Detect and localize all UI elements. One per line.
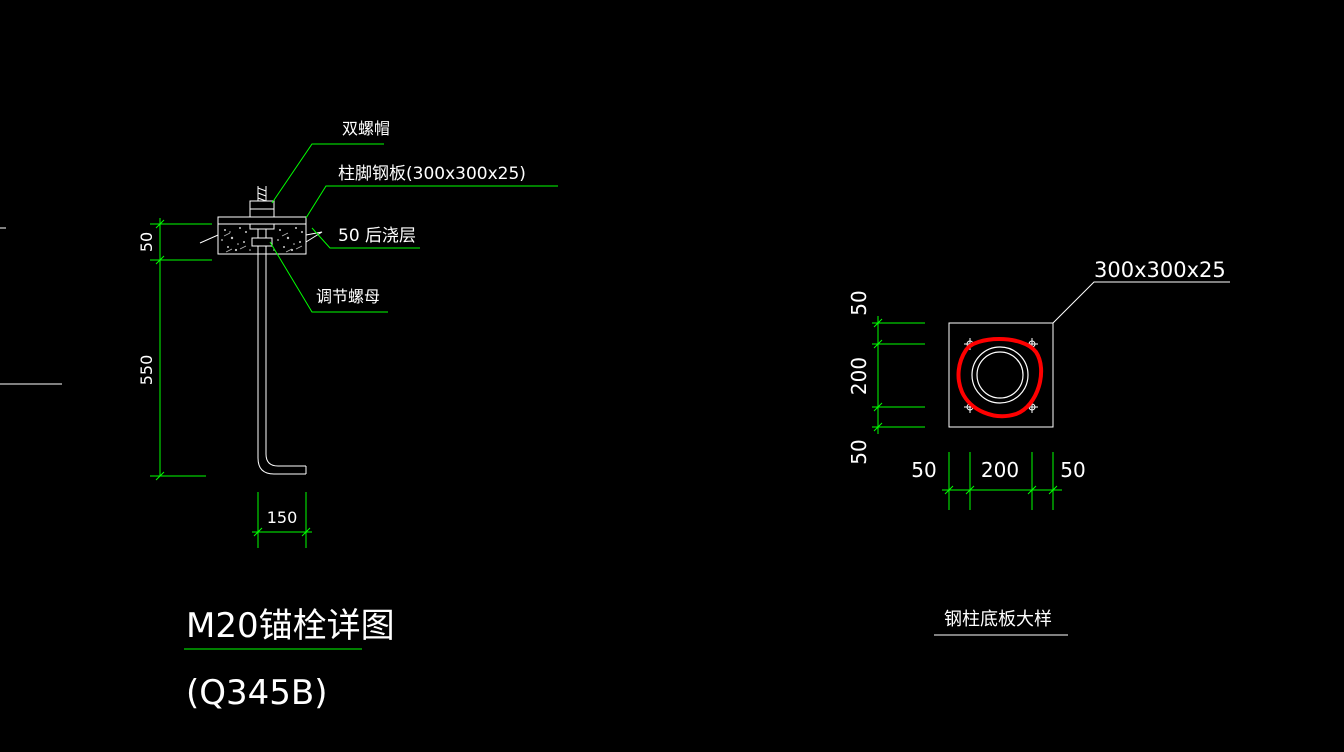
dim-left-mid: 200 [847,357,871,395]
anchor-leaders [269,143,558,313]
plate-vertical-dims [872,316,925,434]
anchor-horizontal-dim [252,492,312,548]
dim-bottom-mid: 200 [981,458,1019,482]
dim-left-top: 50 [847,290,871,315]
anchor-subtitle: (Q345B) [186,673,328,713]
red-markup-circle [956,337,1044,419]
dim-grout-thickness: 50 [137,232,156,252]
label-grout-layer: 50 后浇层 [338,226,416,246]
plate-title: 钢柱底板大样 [944,609,1052,630]
dim-hook-length: 150 [267,508,298,527]
anchor-bolt-detail: 双螺帽 柱脚钢板(300x300x25) 50 后浇层 调节螺母 50 550 … [137,119,558,713]
bolt-thread-top [257,186,267,202]
bolt-holes [964,338,1038,413]
anchor-title: M20锚栓详图 [186,606,395,646]
double-nut [249,200,275,218]
plate-horizontal-dims [942,452,1062,510]
anchor-vertical-dims [150,218,212,481]
adjusting-nut [249,223,275,247]
label-base-plate: 柱脚钢板(300x300x25) [338,164,526,184]
plate-size-label: 300x300x25 [1094,258,1226,282]
base-plate [217,216,307,225]
dim-bottom-right: 50 [1060,458,1085,482]
base-plate-detail: 300x300x25 50 200 50 50 200 50 钢柱底板大样 [847,258,1230,636]
dim-bottom-left: 50 [911,458,936,482]
dim-embed-length: 550 [137,355,156,386]
column-circle-outer [971,346,1029,404]
dim-left-bot: 50 [847,439,871,464]
stray-lines [0,227,62,385]
anchor-bolt-shaft [257,229,307,475]
column-circle-inner [976,351,1024,399]
label-adjusting-nut: 调节螺母 [316,287,380,306]
base-plate-outline [948,322,1054,428]
label-double-nut: 双螺帽 [342,119,390,138]
plate-leader [1052,281,1230,324]
